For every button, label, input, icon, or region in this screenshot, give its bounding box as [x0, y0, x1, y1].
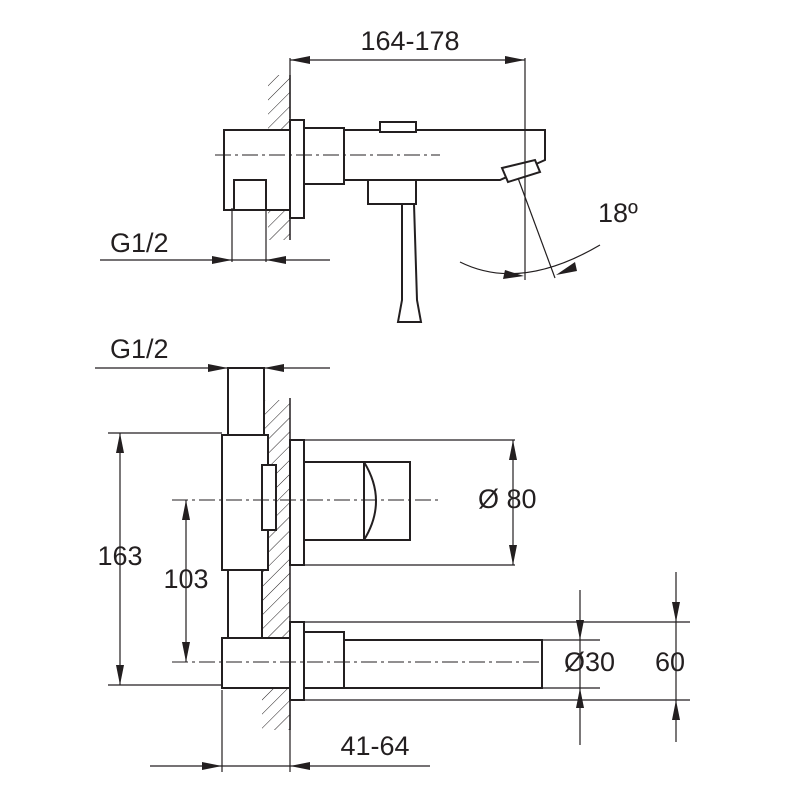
- height-arrow-bottom: [116, 665, 124, 685]
- angle-arrow-left: [503, 270, 524, 279]
- front-plate-lower: [289, 621, 305, 701]
- side-flange-plate: [289, 119, 305, 219]
- front-mixer-body: [303, 461, 365, 541]
- side-g-arrow-right: [266, 256, 286, 264]
- spout-height-arrow-top: [672, 602, 680, 622]
- front-lower-pipe: [227, 569, 263, 641]
- plate-diameter-label: Ø 80: [478, 484, 537, 514]
- axis-arrow-bottom: [182, 642, 190, 662]
- spout-diameter-label: Ø30: [564, 647, 615, 677]
- angle-arc: [459, 244, 601, 275]
- depth-arrow-right: [290, 762, 310, 770]
- length-arrow-left: [290, 56, 310, 64]
- side-g-arrow-left: [212, 256, 232, 264]
- length-label: 164-178: [360, 26, 459, 56]
- axis-label: 103: [163, 564, 208, 594]
- front-view: G1/2 163 103 Ø 80 Ø30 60: [95, 334, 690, 772]
- front-plate-upper: [289, 439, 305, 566]
- front-handle: [362, 461, 411, 541]
- front-g-arrow-right: [264, 364, 284, 372]
- angle-label: 18º: [598, 198, 638, 228]
- height-label: 163: [97, 541, 142, 571]
- front-spout-collar: [303, 631, 345, 689]
- side-view: 164-178 18º G1/2: [100, 26, 638, 323]
- spout-arrow-bottom: [576, 688, 584, 708]
- side-aerator: [500, 158, 542, 184]
- angle-arrow-right: [556, 262, 577, 275]
- side-lever-handle: [396, 203, 423, 323]
- front-inwall-body: [221, 434, 269, 571]
- side-connector: [233, 179, 267, 211]
- side-cartridge: [303, 127, 345, 185]
- spout-height-label: 60: [655, 647, 685, 677]
- front-g-label: G1/2: [110, 334, 169, 364]
- axis-arrow-top: [182, 500, 190, 520]
- front-spout-body: [221, 637, 291, 689]
- length-arrow-right: [505, 56, 525, 64]
- plate-arrow-bottom: [509, 545, 517, 565]
- side-lever-base: [367, 179, 417, 205]
- side-cap: [379, 121, 417, 133]
- depth-label: 41-64: [340, 731, 409, 761]
- depth-arrow-left: [202, 762, 222, 770]
- plate-arrow-top: [509, 440, 517, 460]
- side-g-label: G1/2: [110, 228, 169, 258]
- angle-ray: [517, 177, 556, 279]
- front-spout: [343, 639, 543, 689]
- spout-arrow-top: [576, 620, 584, 640]
- front-body-collar: [261, 464, 277, 531]
- height-arrow-top: [116, 433, 124, 453]
- front-inlet-pipe: [227, 367, 265, 439]
- front-g-arrow-left: [208, 364, 228, 372]
- spout-height-arrow-bottom: [672, 700, 680, 720]
